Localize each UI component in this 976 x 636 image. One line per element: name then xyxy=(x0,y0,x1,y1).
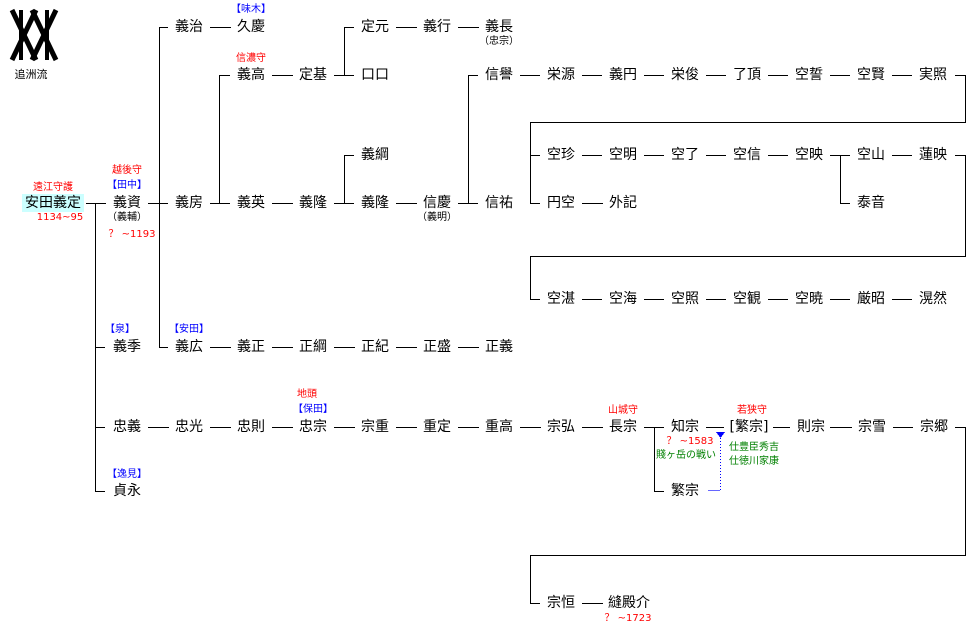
person[interactable]: 忠則 xyxy=(237,419,265,435)
house-label: 【逸見】 xyxy=(107,469,147,480)
office-label: 若狭守 xyxy=(737,405,767,416)
person[interactable]: 義隆 xyxy=(299,195,327,211)
person[interactable]: 宗郷 xyxy=(920,419,948,435)
person[interactable]: 空湛 xyxy=(547,291,575,307)
yoshisuke-years: ？ ~1193 xyxy=(108,229,156,240)
person[interactable]: 空珍 xyxy=(547,147,575,163)
person[interactable]: 正綱 xyxy=(299,339,327,355)
person[interactable]: 円空 xyxy=(547,195,575,211)
person[interactable]: 信譽 xyxy=(485,67,513,83)
person[interactable]: 重高 xyxy=(485,419,513,435)
person[interactable]: 宗弘 xyxy=(547,419,575,435)
person[interactable]: 宗重 xyxy=(361,419,389,435)
person[interactable]: 泰音 xyxy=(857,195,885,211)
logo-caption: 追洲流 xyxy=(14,68,48,81)
person[interactable]: 栄俊 xyxy=(671,67,699,83)
person[interactable]: 宗雪 xyxy=(858,419,886,435)
person[interactable]: 正紀 xyxy=(361,339,389,355)
years-label: ？ ~1583 xyxy=(666,436,714,447)
yoshisuke-title: 越後守 xyxy=(112,165,142,176)
person[interactable]: 空信 xyxy=(733,147,761,163)
years-label: ？ ~1723 xyxy=(604,613,652,624)
person[interactable]: 義行 xyxy=(423,19,451,35)
note-label: 仕徳川家康 xyxy=(729,456,779,467)
person[interactable]: 義広 xyxy=(175,339,203,355)
family-logo xyxy=(9,8,59,62)
person[interactable]: 定基 xyxy=(299,67,327,83)
person[interactable]: 長宗 xyxy=(609,419,637,435)
person[interactable]: 義正 xyxy=(237,339,265,355)
person[interactable]: 厳昭 xyxy=(857,291,885,307)
person[interactable]: 知宗 xyxy=(671,419,699,435)
person[interactable]: 滉然 xyxy=(919,291,947,307)
person[interactable]: 空海 xyxy=(609,291,637,307)
person[interactable]: 久慶 xyxy=(237,19,265,35)
person[interactable]: 繁宗 xyxy=(671,483,699,499)
alias-label: （義明） xyxy=(417,212,457,223)
office-label: 山城守 xyxy=(608,405,638,416)
person[interactable]: 義治 xyxy=(175,19,203,35)
person[interactable]: 空山 xyxy=(857,147,885,163)
alias-label: （忠宗） xyxy=(479,36,519,47)
yoshisuke-house: 【田中】 xyxy=(107,180,147,191)
person-yoshisuke[interactable]: 義資 xyxy=(113,195,141,211)
person[interactable]: 栄源 xyxy=(547,67,575,83)
person[interactable]: 義長 xyxy=(485,19,513,35)
person[interactable]: 信慶 xyxy=(423,195,451,211)
person[interactable]: 空了 xyxy=(671,147,699,163)
person[interactable]: 外記 xyxy=(609,195,637,211)
person[interactable]: 信祐 xyxy=(485,195,513,211)
house-label: 【泉】 xyxy=(105,324,135,335)
office-label: 地頭 xyxy=(297,389,317,400)
person[interactable]: 空暁 xyxy=(795,291,823,307)
root-years: 1134~95 xyxy=(36,212,84,223)
office-label: 信濃守 xyxy=(236,53,266,64)
note-label: 仕豊臣秀吉 xyxy=(729,442,779,453)
person[interactable]: 正義 xyxy=(485,339,513,355)
person[interactable]: 口口 xyxy=(361,67,389,83)
succession-link-arrow xyxy=(708,432,725,491)
person[interactable]: 空賢 xyxy=(857,67,885,83)
person[interactable]: 了頂 xyxy=(733,67,761,83)
house-label: 【味木】 xyxy=(231,4,271,15)
person[interactable]: 義高 xyxy=(237,67,265,83)
person[interactable]: 義隆 xyxy=(361,195,389,211)
person[interactable]: 実照 xyxy=(919,67,947,83)
person[interactable]: 蓮映 xyxy=(919,147,947,163)
house-label: 【保田】 xyxy=(293,404,333,415)
person[interactable]: 義円 xyxy=(609,67,637,83)
person[interactable]: 忠義 xyxy=(113,419,141,435)
note-label: 賤ヶ岳の戦い xyxy=(656,450,716,461)
person[interactable]: 縫殿介 xyxy=(608,595,650,611)
person[interactable]: 空明 xyxy=(609,147,637,163)
person[interactable]: 義綱 xyxy=(361,147,389,163)
root-person[interactable]: 安田義定 xyxy=(22,194,84,212)
root-title: 遠江守護 xyxy=(33,182,73,193)
house-label: 【安田】 xyxy=(169,324,209,335)
person[interactable]: 宗恒 xyxy=(547,595,575,611)
person[interactable]: 空観 xyxy=(733,291,761,307)
person[interactable]: 忠宗 xyxy=(299,419,327,435)
person[interactable]: 義英 xyxy=(237,195,265,211)
person[interactable]: 義房 xyxy=(175,195,203,211)
yoshisuke-alias: （義輔） xyxy=(107,212,147,223)
person[interactable]: 忠光 xyxy=(175,419,203,435)
person[interactable]: 則宗 xyxy=(797,419,825,435)
person[interactable]: 空映 xyxy=(795,147,823,163)
person[interactable]: 義季 xyxy=(113,339,141,355)
person[interactable]: 正盛 xyxy=(423,339,451,355)
person[interactable]: 空誓 xyxy=(795,67,823,83)
person[interactable]: 重定 xyxy=(423,419,451,435)
person[interactable]: 定元 xyxy=(361,19,389,35)
person[interactable]: 空照 xyxy=(671,291,699,307)
person[interactable]: [繁宗] xyxy=(729,419,769,435)
person[interactable]: 貞永 xyxy=(113,483,141,499)
